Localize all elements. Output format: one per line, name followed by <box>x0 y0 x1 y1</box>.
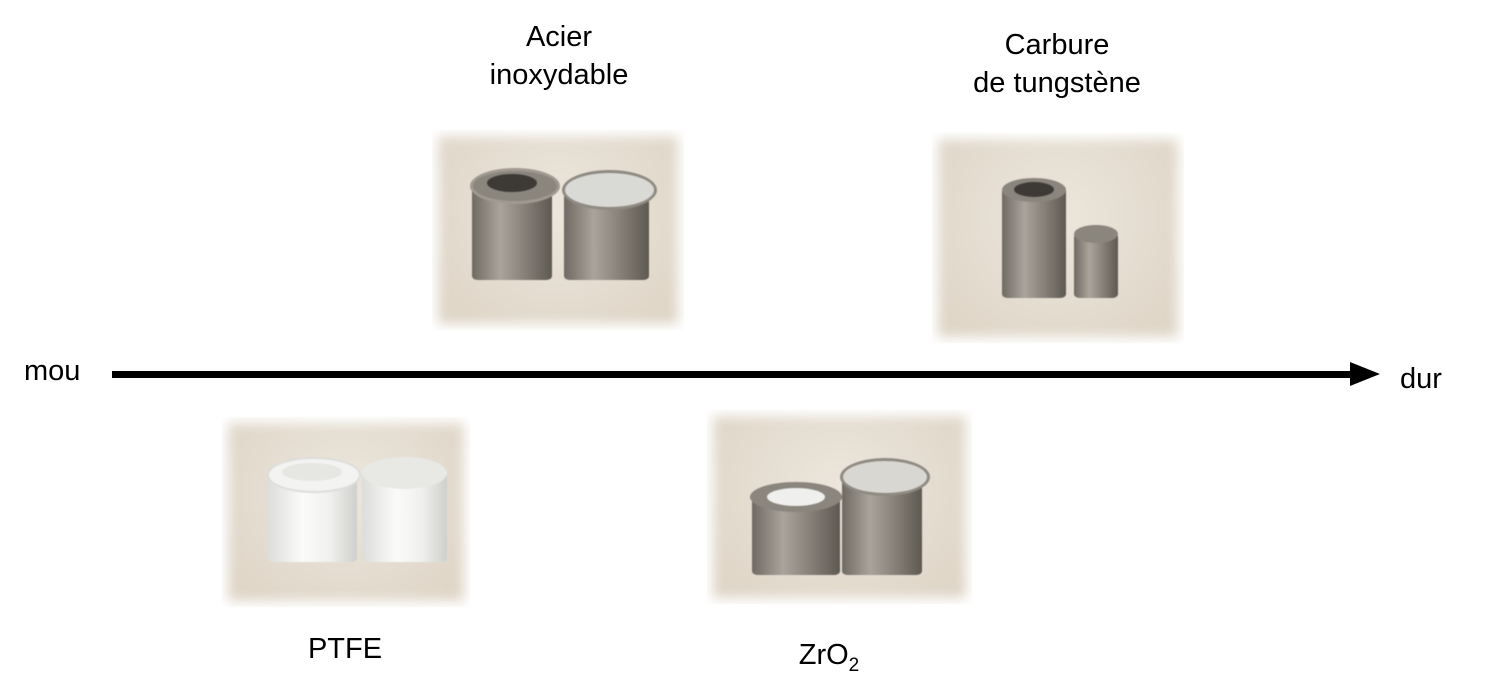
label-line: Carbure <box>1004 29 1110 61</box>
photo-carbure-de-tungstene <box>932 133 1184 343</box>
label-line: de tungstène <box>973 67 1141 99</box>
photo-zro2 <box>707 410 972 604</box>
label-ptfe: PTFE <box>307 633 383 665</box>
formula-subscript: 2 <box>848 654 860 676</box>
label-line: inoxydable <box>489 59 629 91</box>
label-zro2: ZrO2 <box>779 636 879 685</box>
photo-ptfe <box>222 417 470 607</box>
formula-base: ZrO <box>798 639 849 671</box>
label-line: Acier <box>525 21 593 53</box>
arrow-head-icon <box>1350 362 1380 386</box>
label-carbure-de-tungstene: Carbure de tungstène <box>947 26 1167 102</box>
hardness-axis <box>112 371 1352 378</box>
axis-label-soft: mou <box>24 355 81 387</box>
label-acier-inoxydable: Acier inoxydable <box>459 18 659 94</box>
photo-acier-inoxydable <box>432 130 684 330</box>
axis-label-hard: dur <box>1400 363 1442 395</box>
